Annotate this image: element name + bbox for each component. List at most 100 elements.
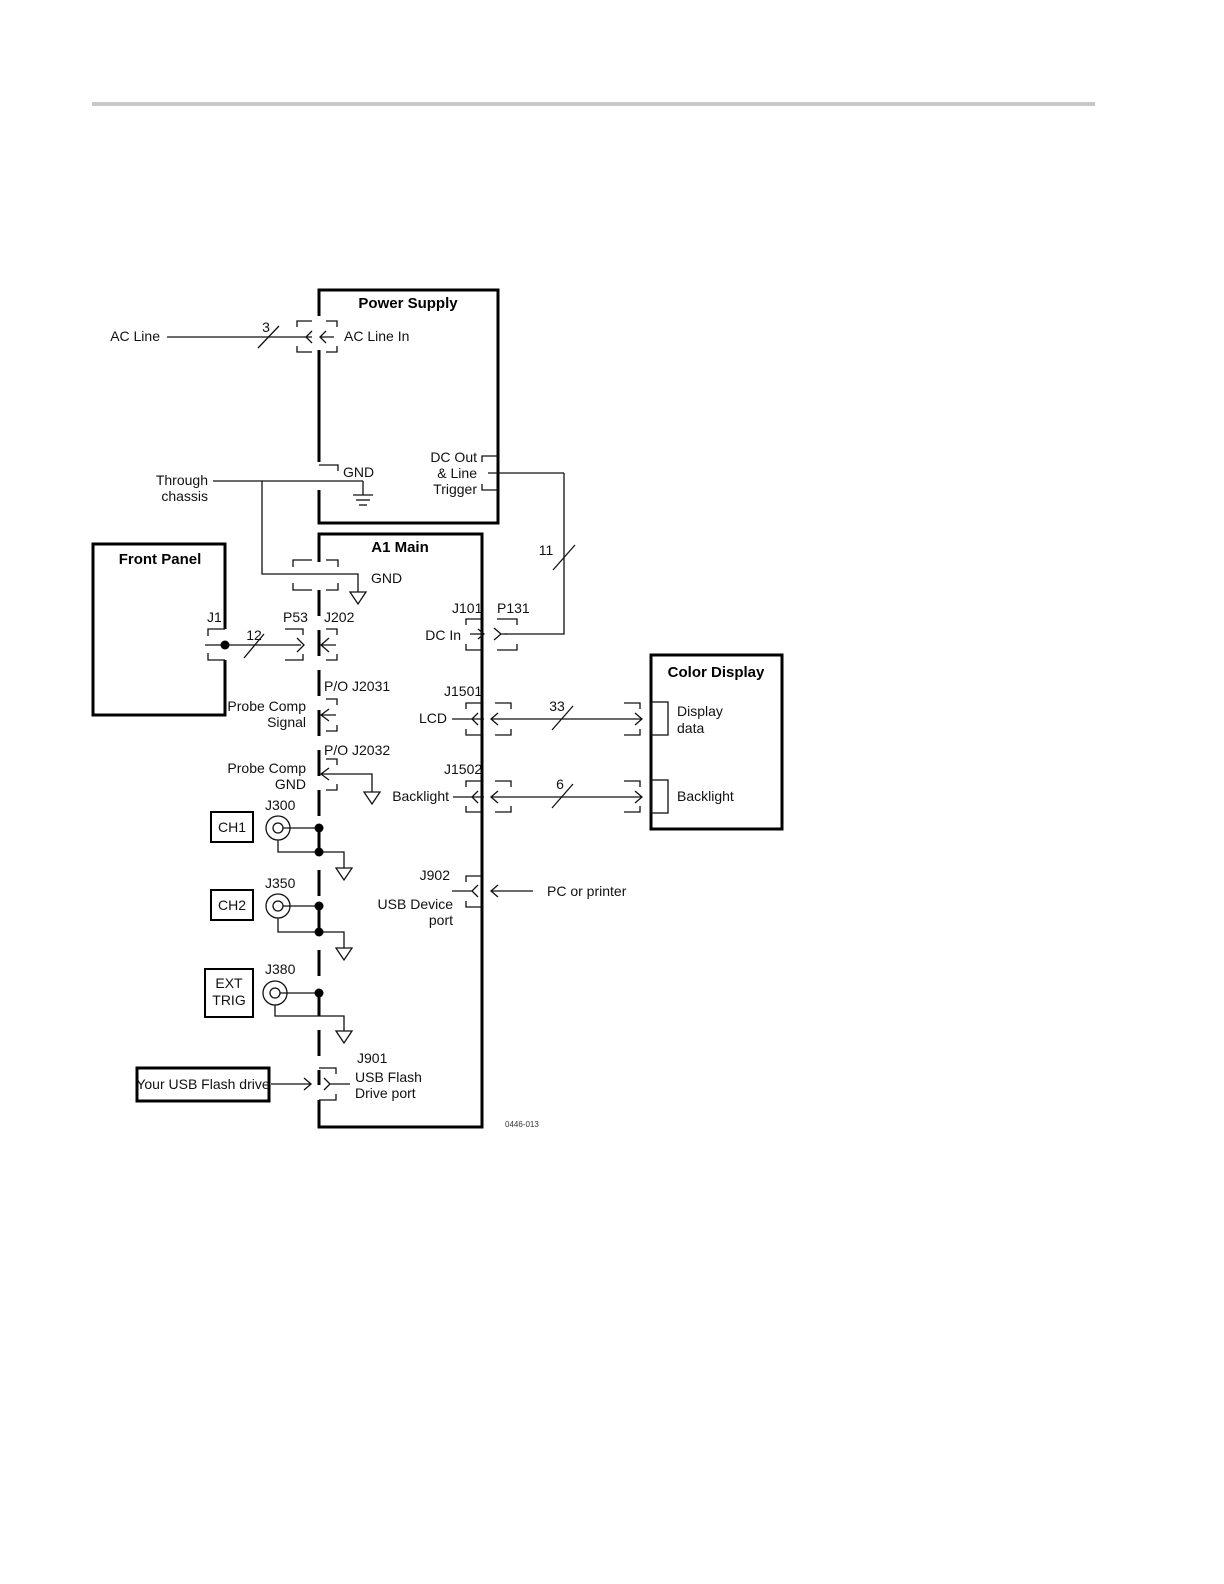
a1-main-block: A1 Main GND J202 J101 P131 DC In P/O J20…: [227, 532, 539, 1129]
po-j2032-label: P/O J2032: [324, 742, 390, 758]
backlight-bus-arrows: [490, 790, 643, 804]
j1501-connector: [465, 702, 482, 736]
display-data-port: [650, 701, 669, 736]
j1502-arrow: [471, 790, 479, 804]
pc-printer-arrow: [490, 884, 533, 898]
ac-line-label: AC Line: [110, 328, 160, 344]
j2032-arrow: [319, 767, 373, 792]
j902-arrow: [452, 884, 479, 898]
j2031-connector: [326, 698, 338, 732]
j380-label: J380: [265, 961, 296, 977]
probe-comp-gnd-label-1: Probe Comp: [227, 760, 306, 776]
gnd-connector: [319, 464, 339, 471]
front-panel-title: Front Panel: [119, 551, 202, 568]
ground-icon: [334, 947, 354, 962]
p53-arrow: [296, 637, 305, 653]
j350-label: J350: [265, 875, 296, 891]
ch1-input: CH1 J300: [210, 797, 354, 882]
j2031-arrow: [319, 708, 336, 722]
p131-arrow: [493, 627, 507, 641]
through-chassis-label-1: Through: [156, 472, 208, 488]
p53-label: P53: [283, 609, 308, 625]
j1-connector: [207, 628, 225, 661]
dc-out-label-2: & Line: [437, 465, 477, 481]
usb-flash-drive-arrow: [271, 1077, 312, 1091]
j202-label: J202: [324, 609, 355, 625]
j902-connector: [465, 875, 482, 908]
dc-bus-wire: [505, 473, 565, 635]
dc-bus-count: 11: [539, 542, 554, 558]
j202-arrow: [320, 637, 336, 653]
ground-icon: [334, 1030, 354, 1045]
ext-trig-label-1: EXT: [215, 975, 243, 991]
dc-in-label: DC In: [425, 627, 461, 643]
lcd-bus-arrows: [490, 712, 643, 726]
usb-device-label-2: port: [429, 912, 453, 928]
j1502-label: J1502: [444, 761, 482, 777]
backlight-bus-count: 6: [556, 776, 564, 792]
usb-flash-drive-block: Your USB Flash drive: [135, 1066, 312, 1103]
j202-connector: [326, 628, 338, 661]
j901-arrow: [323, 1077, 350, 1091]
front-panel-bus-count: 12: [246, 627, 262, 643]
ch2-input: CH2 J350: [210, 875, 354, 962]
ch1-label: CH1: [218, 819, 246, 835]
a1-main-title: A1 Main: [371, 539, 429, 556]
ground-icon: [348, 591, 368, 606]
lcd-label: LCD: [419, 710, 447, 726]
display-data-label-1: Display: [677, 703, 723, 719]
p131-label: P131: [497, 600, 530, 616]
color-display-title: Color Display: [668, 664, 765, 681]
pc-printer-label: PC or printer: [547, 883, 627, 899]
j300-label: J300: [265, 797, 296, 813]
dc-out-connector: [481, 455, 498, 491]
backlight-a1-label: Backlight: [392, 788, 449, 804]
ext-trig-input: EXT TRIG J380: [204, 961, 354, 1045]
j1501-mating-connector: [495, 702, 512, 736]
j1501-arrow: [471, 712, 479, 726]
p131-connector: [497, 618, 518, 651]
power-supply-title: Power Supply: [358, 295, 458, 312]
probe-comp-signal-label-2: Signal: [267, 714, 306, 730]
ch2-label: CH2: [218, 897, 246, 913]
backlight-connector: [624, 780, 641, 813]
dc-out-label-3: Trigger: [433, 481, 477, 497]
display-data-label-2: data: [677, 720, 704, 736]
probe-comp-signal-label-1: Probe Comp: [227, 698, 306, 714]
j901-connector: [319, 1067, 337, 1101]
j902-label: J902: [420, 867, 451, 883]
p53-connector: [285, 628, 304, 661]
j1-label: J1: [207, 609, 222, 625]
through-chassis-label-2: chassis: [161, 488, 208, 504]
j101-label: J101: [452, 600, 483, 616]
gnd-a1-label: GND: [371, 570, 402, 586]
dc-in-arrow: [470, 628, 486, 640]
header-rule: [92, 102, 1095, 106]
display-data-connector: [624, 702, 641, 736]
usb-flash-label-1: USB Flash: [355, 1069, 422, 1085]
gnd-a1-connector: [292, 559, 339, 591]
probe-comp-gnd-label-2: GND: [275, 776, 306, 792]
dc-out-label-1: DC Out: [430, 449, 477, 465]
backlight-port: [650, 779, 669, 814]
ac-line-in-arrow: [305, 330, 334, 344]
j901-label: J901: [357, 1050, 388, 1066]
ground-icon: [334, 867, 354, 882]
j101-connector: [465, 618, 482, 651]
power-supply-block: Power Supply AC Line 3 AC Line In GND DC…: [110, 288, 564, 525]
backlight-disp-label: Backlight: [677, 788, 734, 804]
gnd-ps-label: GND: [343, 464, 374, 480]
j1502-connector: [465, 780, 482, 813]
figure-id: 0446-013: [505, 1120, 539, 1129]
j1501-label: J1501: [444, 683, 482, 699]
ac-line-connector: [296, 320, 338, 353]
lcd-bus-count: 33: [549, 698, 565, 714]
ground-icon: [362, 791, 382, 806]
color-display-block: Color Display Display data Backlight: [649, 653, 784, 831]
ext-trig-label-2: TRIG: [212, 992, 245, 1008]
j1502-mating-connector: [495, 780, 512, 813]
front-panel-block: Front Panel J1: [91, 542, 230, 717]
ac-line-in-label: AC Line In: [344, 328, 409, 344]
po-j2031-label: P/O J2031: [324, 678, 390, 694]
usb-flash-drive-label: Your USB Flash drive: [136, 1076, 270, 1092]
